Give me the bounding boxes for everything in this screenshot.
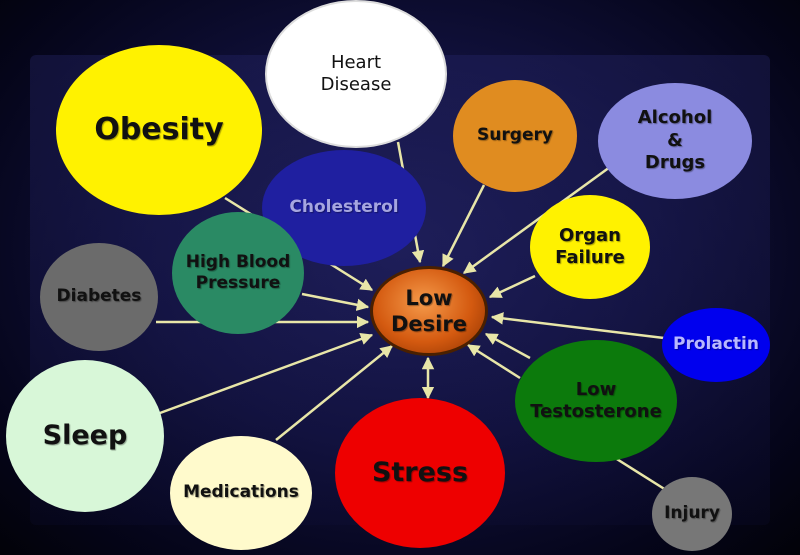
arrow-prolactin <box>490 312 665 340</box>
arrow-sleep <box>159 333 374 415</box>
node-stress: Stress <box>335 398 505 548</box>
node-sleep-label: Sleep <box>42 420 128 452</box>
node-alcohol-drugs: Alcohol & Drugs <box>598 83 752 199</box>
node-heart-disease: Heart Disease <box>265 0 447 148</box>
node-obesity-label: Obesity <box>94 112 224 148</box>
node-cholesterol-label: Cholesterol <box>289 197 399 218</box>
arrow-low-testosterone-2 <box>484 332 531 360</box>
node-stress-label: Stress <box>371 457 469 489</box>
node-heart-disease-label: Heart Disease <box>320 51 392 96</box>
arrow-injury <box>611 454 667 492</box>
node-surgery-label: Surgery <box>477 125 553 146</box>
node-high-blood-pressure: High Blood Pressure <box>172 212 304 334</box>
node-medications: Medications <box>170 436 312 550</box>
node-organ-failure-label: Organ Failure <box>555 224 625 269</box>
node-high-blood-pressure-label: High Blood Pressure <box>185 251 291 293</box>
node-diabetes-label: Diabetes <box>56 286 142 307</box>
arrow-surgery <box>441 184 486 268</box>
node-diabetes: Diabetes <box>40 243 158 351</box>
arrow-alcohol-drugs <box>462 165 611 275</box>
node-alcohol-drugs-label: Alcohol & Drugs <box>637 107 713 174</box>
arrow-high-blood-pressure <box>301 292 370 311</box>
node-organ-failure: Organ Failure <box>530 195 650 299</box>
node-low-testosterone: Low Testosterone <box>515 340 677 462</box>
node-sleep: Sleep <box>6 360 164 512</box>
node-surgery: Surgery <box>453 80 577 192</box>
arrow-organ-failure <box>488 274 536 299</box>
node-injury: Injury <box>652 477 732 551</box>
node-prolactin: Prolactin <box>662 308 770 382</box>
node-low-testosterone-label: Low Testosterone <box>530 378 662 423</box>
arrow-medications <box>275 345 393 441</box>
node-injury-label: Injury <box>664 503 720 524</box>
arrow-low-testosterone <box>466 343 521 380</box>
node-obesity: Obesity <box>56 45 262 215</box>
node-low-desire-center: Low Desire <box>370 266 488 356</box>
node-prolactin-label: Prolactin <box>673 334 759 355</box>
node-low-desire-label: Low Desire <box>391 285 467 336</box>
node-medications-label: Medications <box>183 482 299 503</box>
